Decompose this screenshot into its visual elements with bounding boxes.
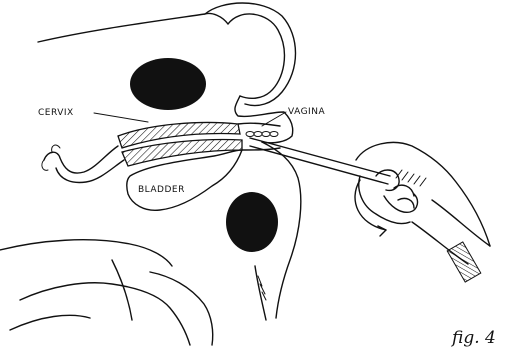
label-cervix: CERVIX: [38, 108, 74, 118]
flank-fold: [10, 260, 132, 330]
tail-outline: [205, 3, 296, 106]
udder-outline: [150, 272, 213, 345]
label-bladder: BLADDER: [138, 185, 185, 195]
body-outline-back: [38, 13, 228, 42]
belly-outline: [0, 240, 190, 345]
hand-fingers: [376, 170, 414, 208]
motion-arrow: [355, 180, 386, 230]
vaginal-rings: [246, 132, 278, 137]
hand-hatching: [396, 170, 426, 186]
sleeve-cuff: [447, 242, 481, 282]
uterine-horn-outline: [44, 146, 124, 182]
cervix-pointer: [94, 113, 148, 122]
figure-caption: fig. 4: [450, 328, 496, 348]
label-vagina: VAGINA: [288, 107, 325, 117]
shaded-region-lower: [226, 192, 278, 252]
shaded-region-upper: [130, 58, 206, 110]
pipette-rod: [250, 138, 390, 184]
